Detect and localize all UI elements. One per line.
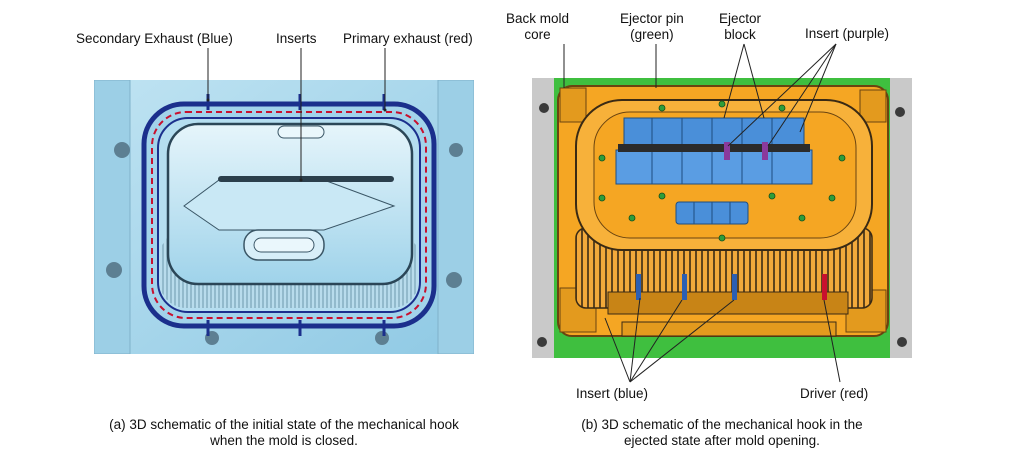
label-ejector-block-line2: block [724,27,756,42]
caption-panel-b: (b) 3D schematic of the mechanical hook … [520,417,924,449]
label-ejector-block: Ejector block [719,11,761,43]
caption-panel-a: (a) 3D schematic of the initial state of… [56,417,512,449]
label-insert-blue: Insert (blue) [576,386,649,401]
label-back-mold-core-line2: core [524,27,551,42]
panel-a-illustration [94,80,474,354]
primary-exhaust-ring [151,111,427,319]
label-ejector-pin-line1: Ejector pin [620,11,684,26]
ejector-block-group [615,117,813,185]
label-primary-exhaust: Primary exhaust (red) [343,31,473,46]
label-secondary-exhaust: Secondary Exhaust (Blue) [76,31,233,46]
label-back-mold-core-line1: Back mold [506,11,570,26]
label-back-mold-core: Back mold core [506,11,569,43]
label-driver-red: Driver (red) [800,386,869,401]
caption-panel-a-line2: when the mold is closed. [210,433,358,448]
label-ejector-pin-line2: (green) [630,27,674,42]
panel-b-illustration [532,78,912,358]
purple-insert-1 [724,142,730,160]
caption-panel-b-line2: ejected state after mold opening. [624,433,820,448]
label-insert-purple: Insert (purple) [805,26,890,41]
caption-panel-b-line1: (b) 3D schematic of the mechanical hook … [581,417,863,432]
caption-panel-a-line1: (a) 3D schematic of the initial state of… [109,417,459,432]
label-ejector-block-line1: Ejector [719,11,762,26]
purple-insert-2 [762,142,768,160]
label-ejector-pin: Ejector pin (green) [620,11,684,43]
label-inserts: Inserts [276,31,317,46]
